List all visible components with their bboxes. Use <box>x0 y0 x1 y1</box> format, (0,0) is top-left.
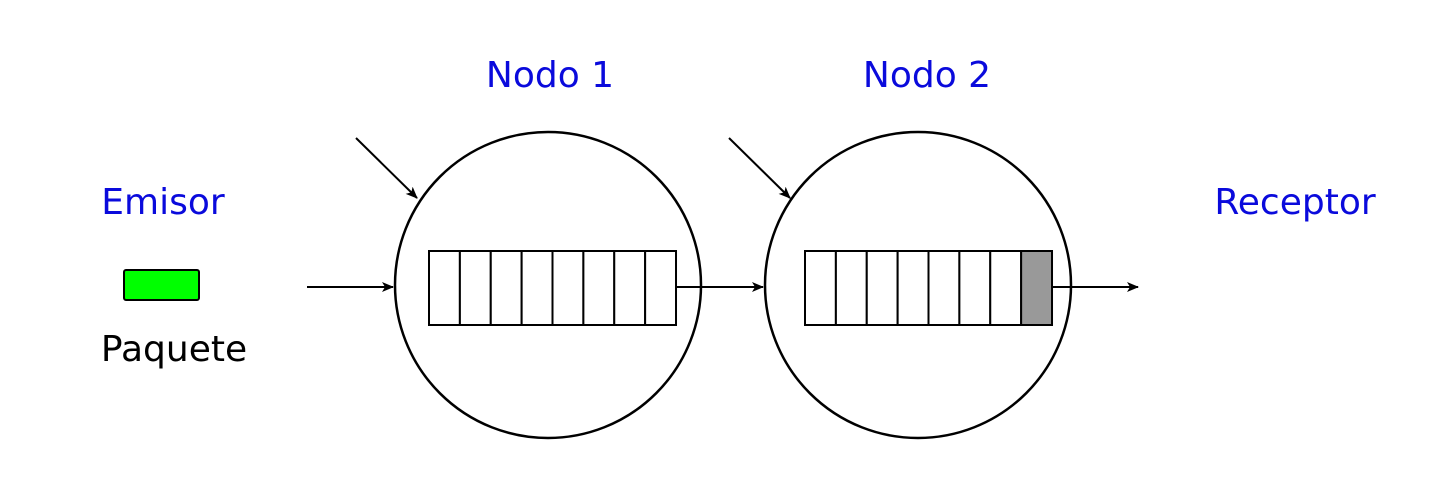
receiver-label: Receptor <box>1214 182 1375 223</box>
cross-traffic-node1-arrow <box>355 137 418 199</box>
packet-label: Paquete <box>101 329 247 370</box>
queue-slot <box>458 250 492 326</box>
queue-slot <box>927 250 961 326</box>
queue-slot <box>834 250 868 326</box>
queue-slot-occupied <box>1020 250 1054 326</box>
queue-slot <box>551 250 585 326</box>
node1-label: Nodo 1 <box>486 55 614 96</box>
queue-slot <box>582 250 616 326</box>
queue-slot <box>865 250 899 326</box>
queue-slot <box>958 250 992 326</box>
node1-queue <box>428 250 678 326</box>
queue-slot <box>804 250 837 326</box>
node2-label: Nodo 2 <box>863 55 991 96</box>
queue-slot <box>613 250 647 326</box>
queue-slot <box>644 250 678 326</box>
queue-slot <box>896 250 930 326</box>
queue-slot <box>489 250 523 326</box>
queue-slot <box>989 250 1023 326</box>
queue-slot <box>520 250 554 326</box>
sender-label: Emisor <box>101 182 225 223</box>
node2-queue <box>804 250 1054 326</box>
cross-traffic-node2-arrow <box>728 137 791 199</box>
queue-slot <box>428 250 461 326</box>
packet-icon <box>123 269 200 301</box>
